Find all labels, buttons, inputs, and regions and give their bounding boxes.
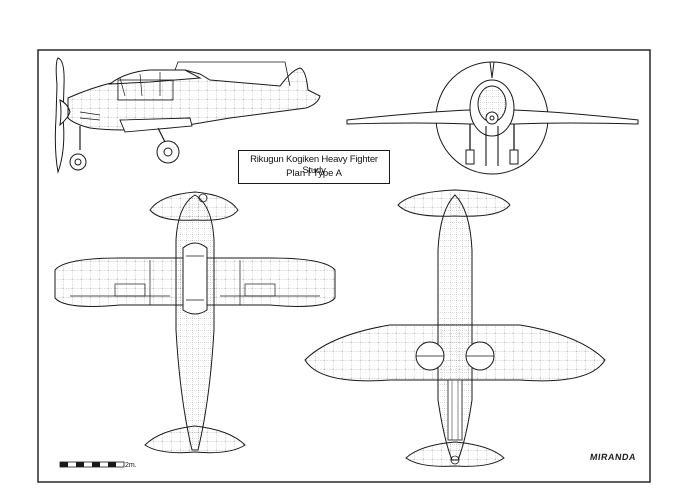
drawing-title: Rikugun Kogiken Heavy Fighter Study: [250, 154, 378, 176]
top-view: [54, 191, 336, 454]
artist-signature: MIRANDA: [589, 452, 637, 462]
scale-bar: [59, 461, 125, 468]
side-view: [54, 57, 321, 174]
drawing-border: [37, 49, 651, 483]
title-block: Rikugun Kogiken Heavy Fighter Study Plan…: [238, 150, 390, 184]
scale-label: 2m.: [125, 462, 137, 469]
bottom-view: [304, 189, 606, 467]
front-view: [346, 61, 639, 175]
drawing-subtitle: Plan I Type A: [286, 168, 342, 179]
